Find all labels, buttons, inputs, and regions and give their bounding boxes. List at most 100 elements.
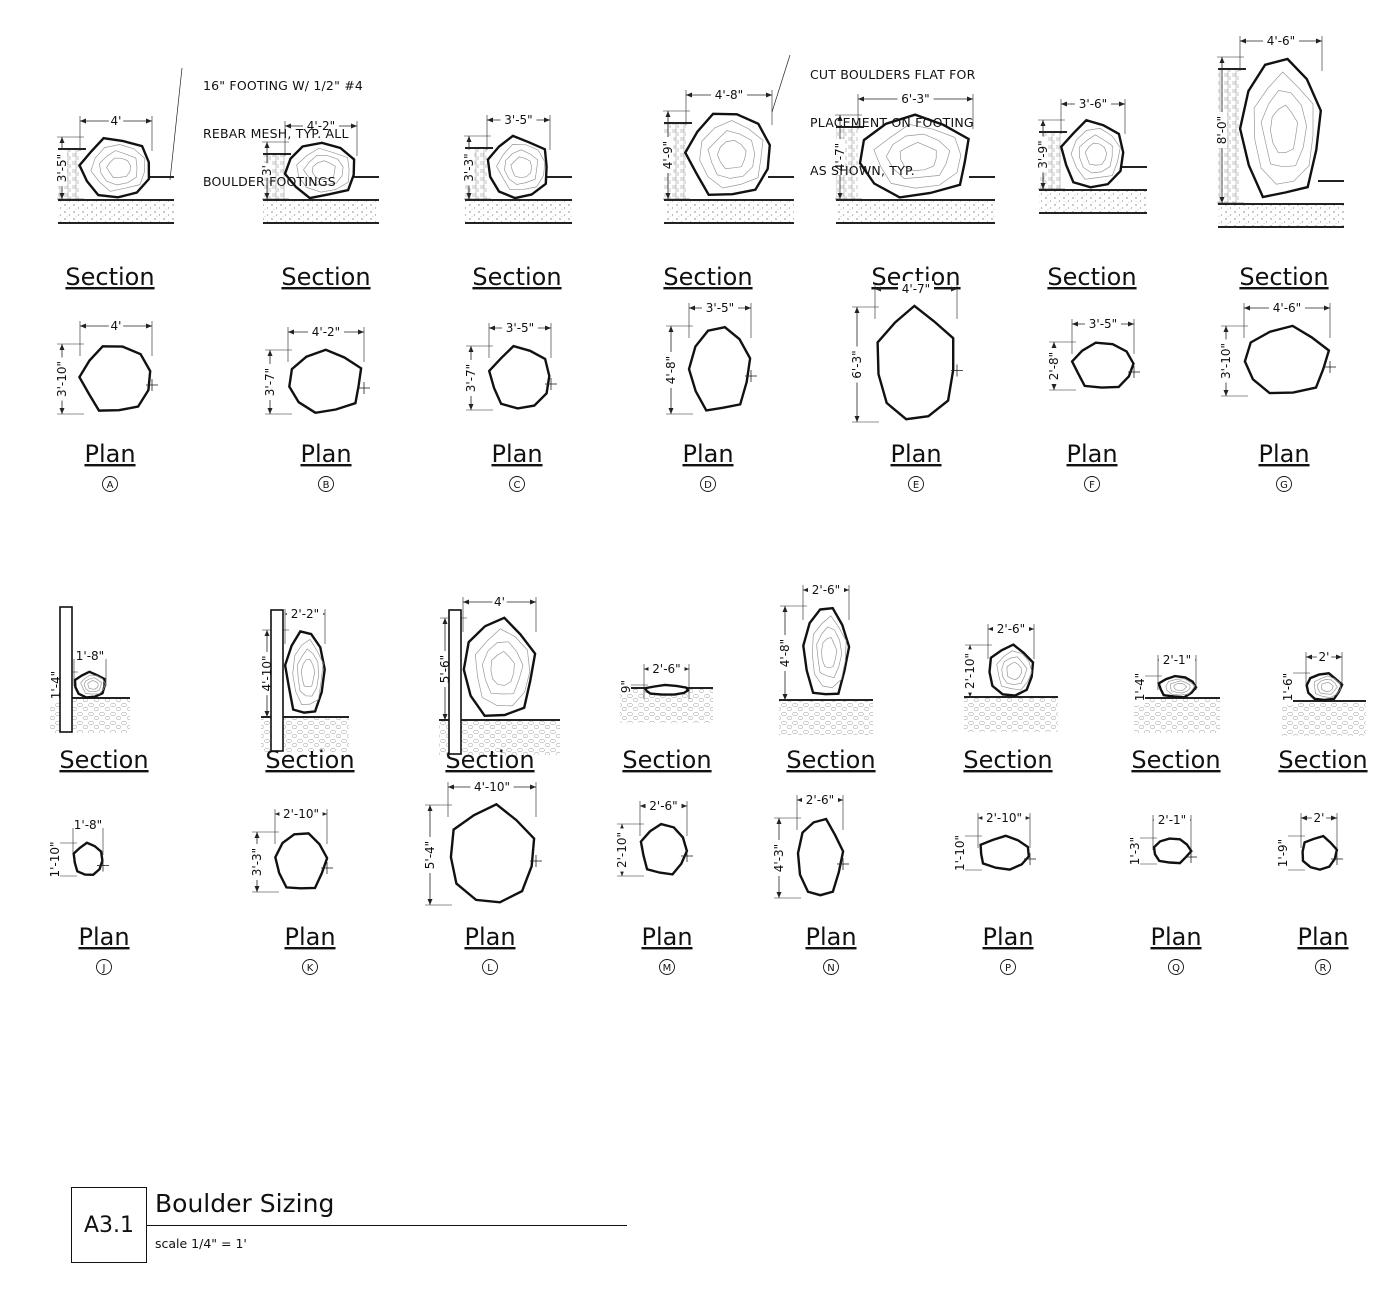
arrow-head: [858, 96, 864, 102]
dimension-label-bg: [1047, 348, 1059, 384]
arrow-head: [1301, 815, 1307, 821]
arrow-head: [351, 123, 357, 129]
detail-id-g: G: [1280, 480, 1288, 491]
dimension-label-bg: [260, 651, 272, 696]
dimension-label-bg: [1316, 649, 1332, 660]
arrow-head: [1223, 390, 1229, 396]
arrow-head: [489, 325, 495, 331]
arrow-head: [668, 408, 674, 414]
arrow-head: [264, 193, 270, 199]
dimension-label: 4'-3": [772, 844, 786, 872]
dimension-label: 2'-10": [615, 832, 629, 868]
contour-line: [1270, 104, 1298, 154]
arrow-head: [288, 329, 294, 335]
dimension-label: 3'-5": [1089, 317, 1117, 331]
arrow-head: [468, 404, 474, 410]
arrow-head: [875, 286, 881, 292]
dimension-label-bg: [802, 792, 838, 803]
dimension-label-bg: [55, 150, 67, 186]
arrow-head: [442, 618, 448, 624]
dimension-label: 3'-9": [1036, 140, 1050, 168]
arrow-head: [766, 92, 772, 98]
boulder-plan-outline: [979, 834, 1031, 871]
arrow-head: [668, 326, 674, 332]
contour-line: [303, 155, 344, 186]
footing-note-line: REBAR MESH, TYP. ALL: [203, 126, 349, 141]
title-block: A3.1 Boulder Sizing scale 1/4" = 1': [71, 1187, 631, 1263]
detail-bubble: [1084, 476, 1100, 492]
dimension-label-bg: [664, 352, 676, 388]
detail-bubble: [1315, 959, 1331, 975]
arrow-head: [254, 886, 260, 892]
arrow-head: [665, 111, 671, 117]
dimension-label-bg: [287, 606, 323, 617]
plan-label: Plan: [464, 923, 515, 951]
dimension-label: 4'-7": [902, 282, 930, 296]
contour-line: [83, 677, 103, 693]
dimension-label: 2'-6": [806, 793, 834, 807]
arrow-head: [285, 123, 291, 129]
retaining-wall: [448, 609, 462, 755]
dimension-label-bg: [1159, 652, 1195, 663]
contour-line: [1173, 683, 1188, 691]
boulder-section-outline: [1238, 57, 1323, 199]
detail-id-k: K: [307, 963, 314, 974]
dimension-label-bg: [48, 837, 60, 882]
contour-line: [80, 674, 106, 695]
contour-line: [1001, 656, 1028, 685]
section-label: Section: [963, 746, 1052, 774]
dimension-label-bg: [808, 582, 844, 593]
contour-line: [490, 650, 515, 686]
dimension-label: 2'-1": [1158, 813, 1186, 827]
arrow-head: [466, 136, 472, 142]
plan-label: Plan: [641, 923, 692, 951]
detail-bubble: [1000, 959, 1016, 975]
detail-bubble: [823, 959, 839, 975]
dimension-label-bg: [1269, 300, 1305, 311]
contour-line: [296, 648, 320, 697]
section-label: Section: [1047, 263, 1136, 291]
dimension-label: 1'-10": [48, 841, 62, 877]
plan-label: Plan: [491, 440, 542, 468]
boulder-plan-outline: [449, 802, 536, 904]
arrow-head: [1306, 654, 1312, 660]
arrow-head: [466, 193, 472, 199]
arrow-head: [640, 803, 646, 809]
detail-id-n: N: [827, 963, 834, 974]
contour-line: [1006, 661, 1022, 680]
arrow-head: [59, 344, 65, 350]
arrow-head: [427, 899, 433, 905]
contour-line: [717, 140, 747, 170]
dimension-label-bg: [898, 281, 934, 292]
arrow-head: [442, 714, 448, 720]
arrow-head: [1040, 120, 1046, 126]
plan-label: Plan: [805, 923, 856, 951]
arrow-head: [1072, 321, 1078, 327]
dimension-label: 4'-6": [1273, 301, 1301, 315]
dimension-label: 3'-5": [55, 154, 69, 182]
arrow-head: [967, 96, 973, 102]
arrow-head: [468, 346, 474, 352]
detail-bubble: [659, 959, 675, 975]
contour-line: [296, 147, 350, 193]
dimension-label: 1'-8": [74, 818, 102, 832]
dimension-label-bg: [1075, 96, 1111, 107]
section-label: Section: [786, 746, 875, 774]
dimension-label: 1'-3": [1128, 837, 1142, 865]
section-label: Section: [1239, 263, 1328, 291]
plan-label: Plan: [1150, 923, 1201, 951]
footing-gravel: [465, 201, 572, 223]
cut-note-line: PLACEMENT ON FOOTING: [810, 115, 974, 130]
dimension-label: 3'-3": [250, 848, 264, 876]
sheet-title: Boulder Sizing: [155, 1189, 335, 1218]
cut-note-line: AS SHOWN, TYP.: [810, 163, 915, 178]
dimension-label: 3'-10": [55, 361, 69, 397]
arrow-head: [59, 137, 65, 143]
detail-id-j: J: [102, 963, 106, 974]
arrow-head: [837, 115, 843, 121]
dimension-label-bg: [645, 798, 682, 809]
